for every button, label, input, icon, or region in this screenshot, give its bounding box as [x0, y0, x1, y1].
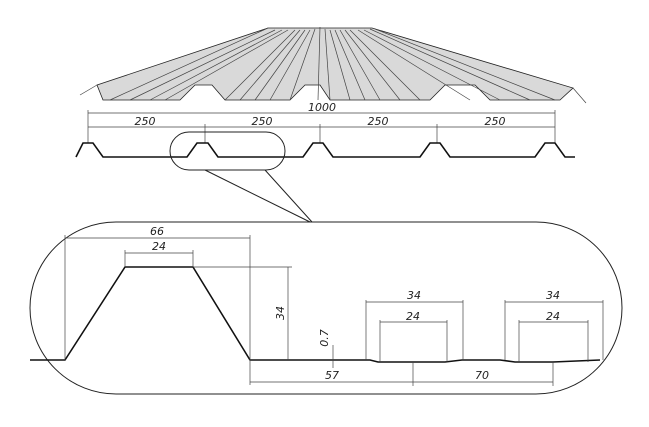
- thickness-label: 0.7: [318, 329, 331, 347]
- pitch-label-3: 250: [368, 115, 389, 128]
- rib-top-width-label: 24: [152, 240, 166, 253]
- stiffener-1-inner-label: 24: [406, 310, 420, 323]
- offset-label: 57: [325, 369, 339, 382]
- overall-width-label: 1000: [308, 101, 336, 114]
- profile-section: [75, 142, 575, 158]
- pitch-label-2: 250: [252, 115, 273, 128]
- stiffener-spacing-label: 70: [475, 369, 489, 382]
- detail-callout-marker: [169, 131, 286, 171]
- stiffener-1-outer-label: 34: [407, 289, 421, 302]
- overall-dimension: 1000: [87, 101, 556, 143]
- sheet-perspective-view: [79, 26, 587, 104]
- pitch-dimensions: 250 250 250 250: [88, 115, 555, 143]
- rib-base-width-label: 66: [150, 225, 164, 238]
- rib-height-label: 34: [274, 306, 287, 320]
- pitch-label-1: 250: [135, 115, 156, 128]
- pitch-label-4: 250: [485, 115, 506, 128]
- detail-view: 66 24 34 0.7 34 24 34 24 57 7: [29, 221, 623, 395]
- stiffener-2-outer-label: 34: [546, 289, 560, 302]
- stiffener-2-inner-label: 24: [546, 310, 560, 323]
